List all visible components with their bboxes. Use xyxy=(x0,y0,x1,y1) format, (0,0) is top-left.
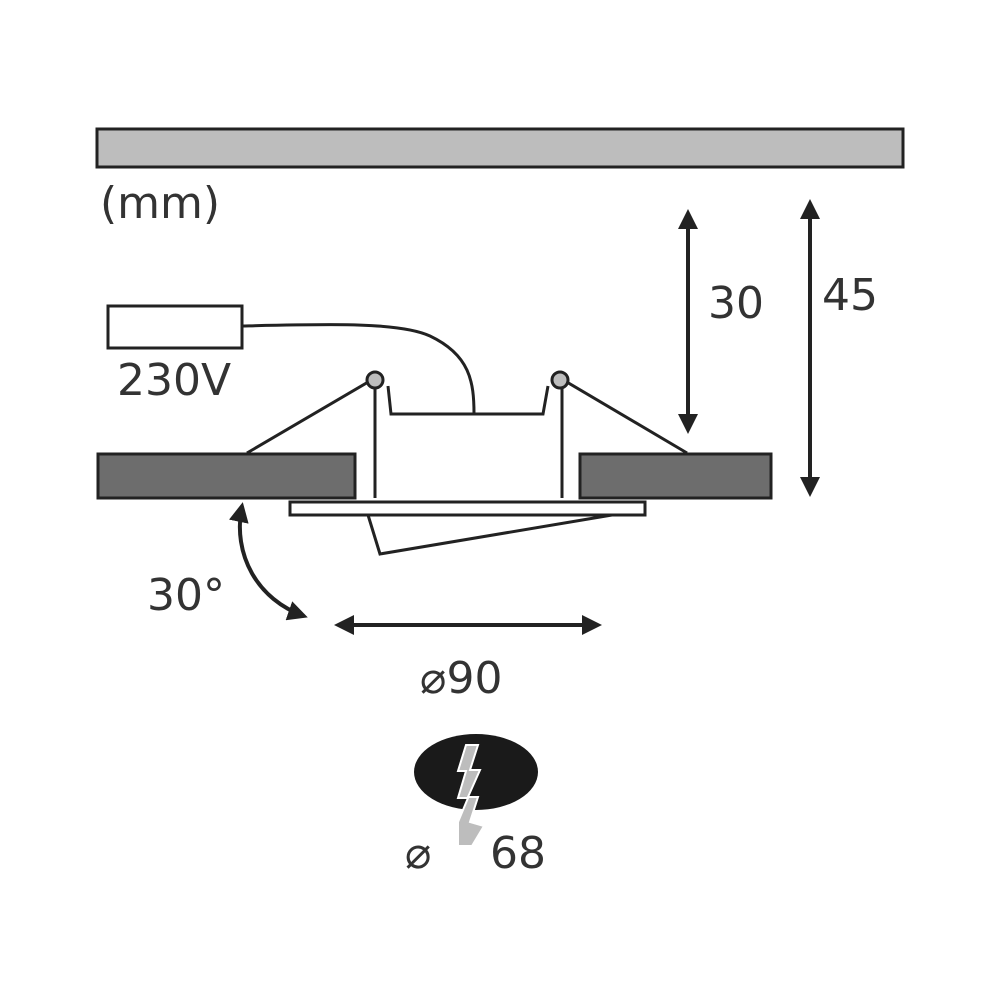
power-cable xyxy=(241,323,476,415)
spring-clip-right xyxy=(559,376,688,455)
voltage-label: 230V xyxy=(117,355,231,406)
cutout-symbol: ⌀ xyxy=(405,828,432,879)
junction-box xyxy=(106,304,244,350)
ceiling-panel-right xyxy=(578,452,773,500)
bezel-ring xyxy=(288,500,647,517)
tilt-angle-arrow xyxy=(229,502,308,621)
spring-clip-left xyxy=(246,376,376,455)
bolt-left xyxy=(365,370,385,390)
ceiling-slab xyxy=(95,127,905,169)
bolt-right xyxy=(550,370,570,390)
outer-diameter-label: ⌀90 xyxy=(420,653,502,704)
depth-total-label: 45 xyxy=(822,270,878,321)
drilled-hole-icon xyxy=(414,734,538,847)
cutout-diameter-label: 68 xyxy=(490,828,546,879)
lamp-housing xyxy=(373,378,564,498)
depth-inner-label: 30 xyxy=(708,278,764,329)
ceiling-panel-left xyxy=(96,452,357,500)
tilt-angle-label: 30° xyxy=(147,570,225,621)
tilted-insert xyxy=(365,513,613,556)
unit-label: (mm) xyxy=(100,178,220,229)
